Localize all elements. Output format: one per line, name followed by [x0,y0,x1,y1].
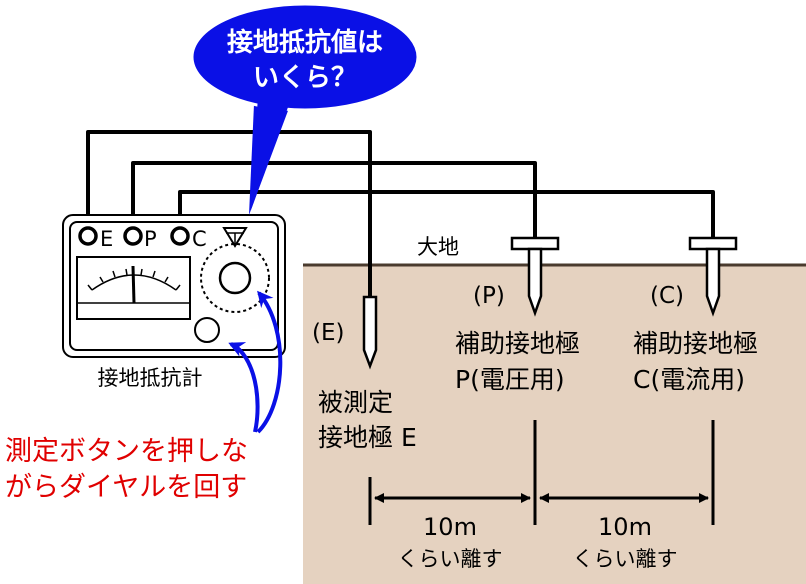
electrode-p [510,236,560,317]
ground-area [303,265,806,584]
electrode-c-line-1: 補助接地極 [633,329,758,358]
electrode-c [688,236,738,317]
electrode-e-line-1: 被測定 [318,388,393,417]
terminal-e-label: E [100,227,113,251]
instruction-arrows [228,290,283,434]
wire-e [86,130,372,297]
measure-button[interactable] [194,317,220,343]
arrow-to-dial [256,290,283,434]
wire-p [131,161,537,238]
meter-caption: 接地抵抗計 [98,366,203,390]
terminal-p-post[interactable] [123,226,143,246]
electrode-p-tag: (P) [473,283,505,309]
electrode-e-line-2: 接地極 E [318,423,417,452]
gauge-needle [131,265,136,304]
analog-gauge [76,256,191,320]
terminal-c-label: C [192,227,207,251]
electrode-e [362,295,378,370]
lead-wires [86,130,715,297]
distance-2-value: 10m [598,513,652,541]
terminal-p-label: P [144,227,157,251]
instruction-line-2: がらダイヤルを回す [5,472,247,503]
distance-1-note: くらい離す [398,547,503,571]
electrode-e-tag: (E) [312,320,344,346]
bubble-line-2: いくら？ [253,63,357,93]
earth-resistance-meter: E P C [62,214,286,358]
electrode-p-line-2: P(電圧用) [455,365,565,394]
dial[interactable] [200,227,270,313]
bubble-line-1: 接地抵抗値は [227,27,383,58]
electrode-c-line-2: C(電流用) [633,365,745,394]
instruction-line-1: 測定ボタンを押しな [5,436,248,467]
terminal-e-post[interactable] [78,226,98,246]
wire-c [178,190,715,238]
electrode-p-line-1: 補助接地極 [455,329,580,358]
distance-markers [368,420,715,525]
terminal-c-post[interactable] [170,226,190,246]
ground-label: 大地 [417,235,459,259]
distance-1-value: 10m [423,513,477,541]
distance-2-note: くらい離す [573,547,678,571]
question-bubble: 接地抵抗値は いくら？ [190,2,420,215]
arrow-to-button [228,342,260,433]
electrode-c-tag: (C) [650,283,684,309]
